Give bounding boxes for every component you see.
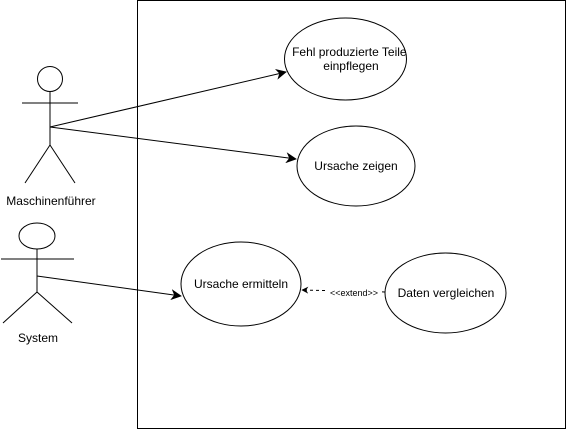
actor-operator-left-leg <box>24 144 51 184</box>
association-operator-show-cause <box>49 126 297 164</box>
use-case-compare-data-shape <box>384 252 507 334</box>
system-boundary <box>137 0 566 429</box>
association-system-determine-cause <box>36 275 182 301</box>
use-case-enter-defective-parts-shape <box>284 17 407 101</box>
use-case-enter-defective-parts-line-1: Fehl produzierte Teile <box>292 45 407 59</box>
actor-system-right-leg <box>36 291 73 324</box>
use-case-show-cause[interactable]: Ursache zeigen <box>296 125 416 207</box>
use-case-compare-data[interactable]: Daten vergleichen <box>384 252 507 334</box>
actor-system[interactable]: System <box>1 222 74 345</box>
extend-label: <<extend>> <box>330 288 378 298</box>
actor-system-left-leg <box>2 291 38 324</box>
use-case-show-cause-label: Ursache zeigen <box>314 159 397 173</box>
actor-operator[interactable]: Maschinenführer <box>6 66 96 209</box>
actor-operator-label: Maschinenführer <box>6 194 95 208</box>
use-case-determine-cause[interactable]: Ursache ermitteln <box>180 241 302 327</box>
actor-system-label: System <box>18 331 58 345</box>
actor-system-head <box>18 222 56 250</box>
use-case-show-cause-shape <box>296 125 416 207</box>
actor-operator-right-leg <box>49 144 76 184</box>
extend-label-background <box>327 286 381 299</box>
association-operator-enter-defective-parts <box>49 68 287 128</box>
use-case-determine-cause-shape <box>180 241 302 327</box>
actor-operator-head <box>37 66 63 92</box>
use-case-enter-defective-parts-label: Fehl produzierte Teile einpflegen <box>292 45 410 73</box>
use-case-enter-defective-parts-line-2: einpflegen <box>323 59 378 73</box>
use-case-compare-data-label: Daten vergleichen <box>398 286 495 300</box>
use-case-enter-defective-parts[interactable]: Fehl produzierte Teile einpflegen <box>284 17 410 101</box>
use-case-determine-cause-label: Ursache ermitteln <box>194 277 288 291</box>
